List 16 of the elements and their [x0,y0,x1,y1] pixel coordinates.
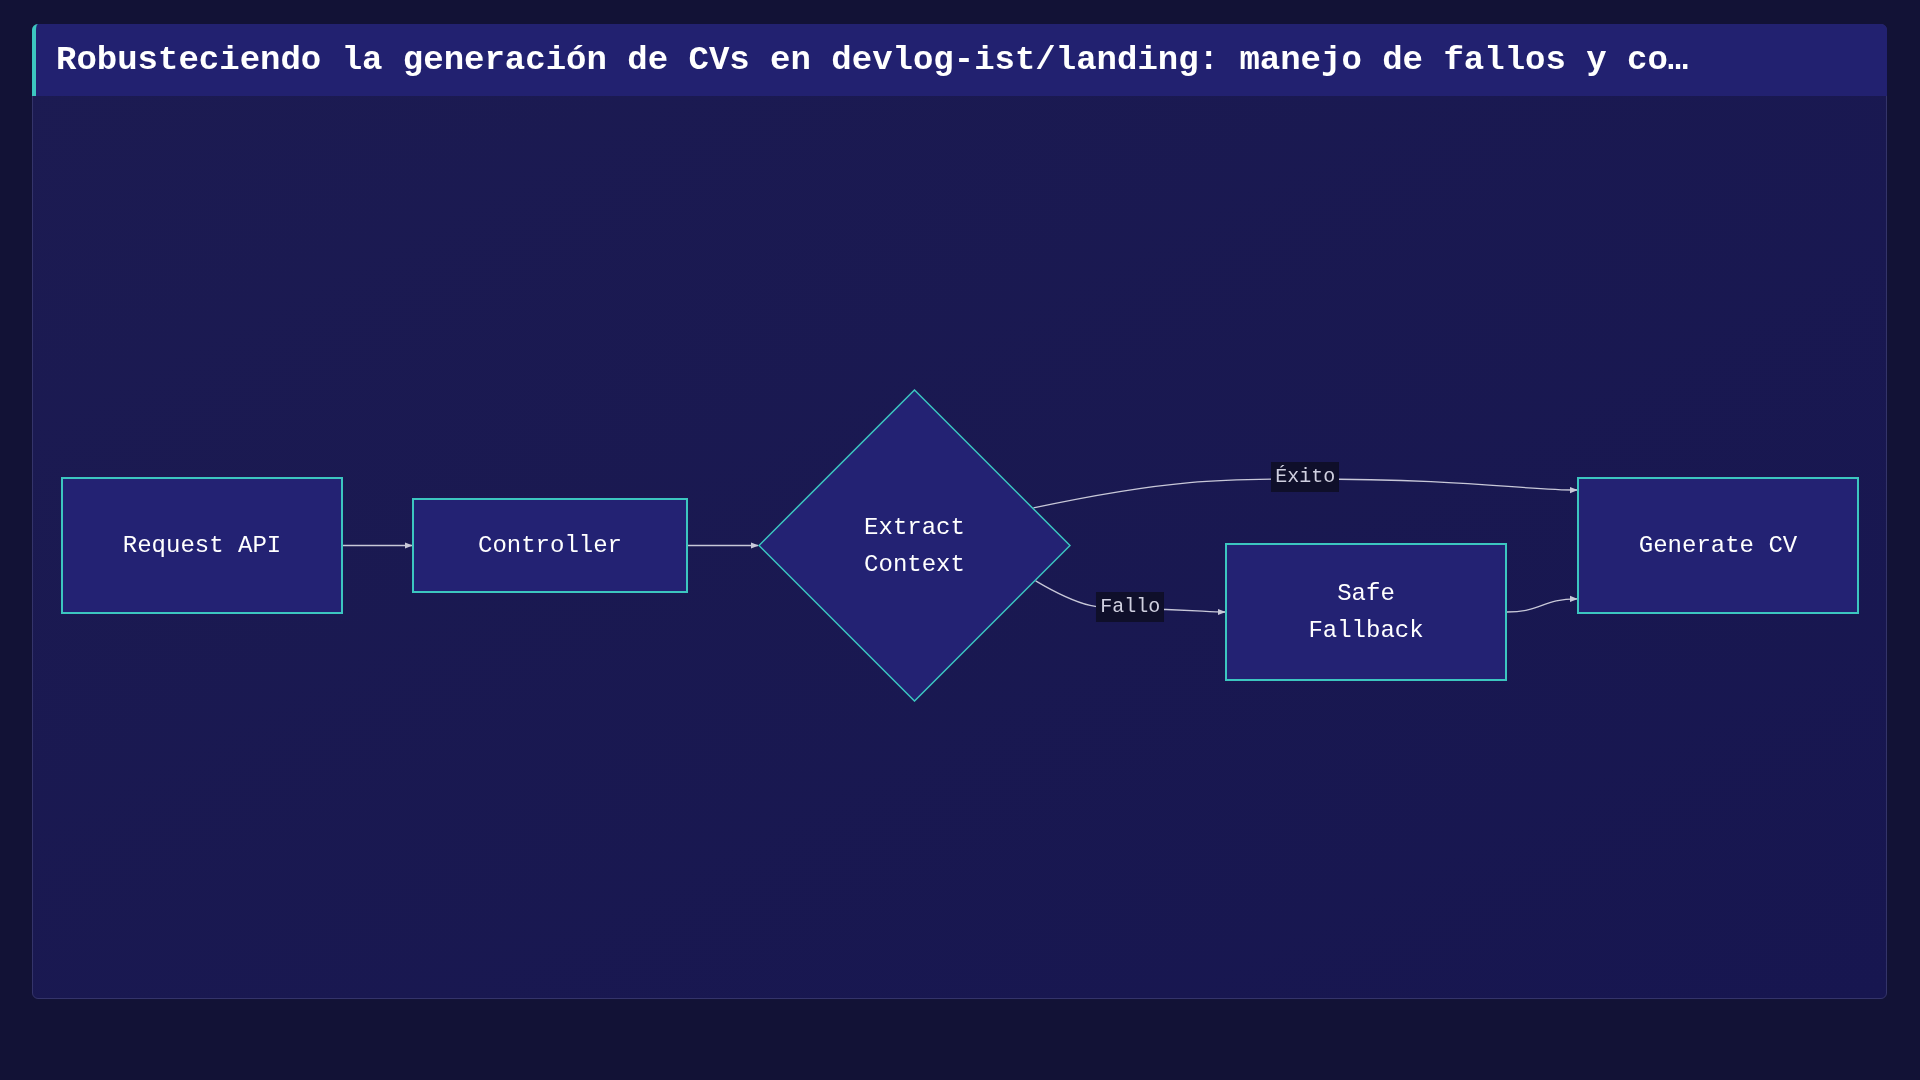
arrow [342,542,413,549]
process-box [1577,477,1859,614]
node-label: Generate CV [1638,531,1798,561]
node-label: Request API [122,531,282,561]
node-label: Safe Fallback [1307,579,1425,646]
node-label: Extract Context [863,512,966,580]
arrow [687,542,759,549]
decision-diamond [758,389,1071,702]
node-label: Controller [478,531,622,561]
process-box [412,498,688,593]
process-box [61,477,343,614]
edge-label: Fallo [1096,592,1165,622]
arrow [1506,596,1578,613]
edge-label: Éxito [1271,462,1340,492]
title: Robusteciendo la generación de CVs en devlog-ist/landing: manejo de fallos y co… [56,39,1689,81]
process-box [1225,543,1507,681]
